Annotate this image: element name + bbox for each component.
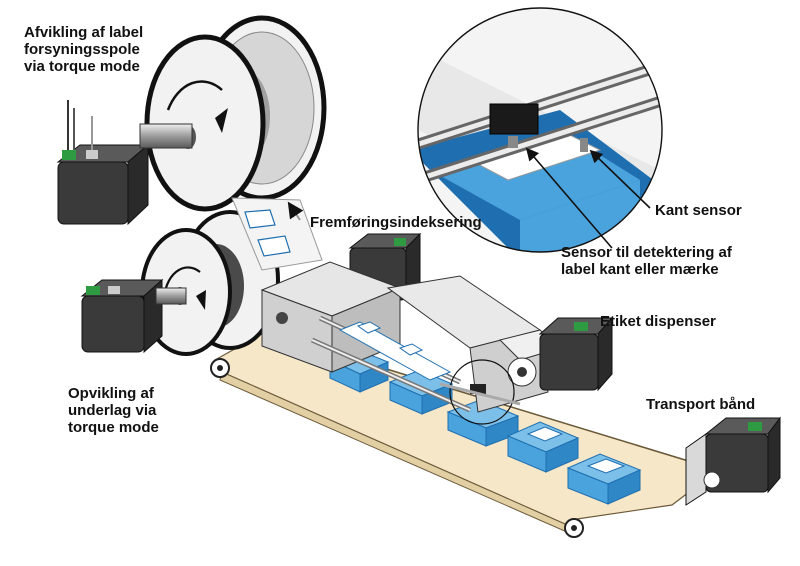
connector-icon xyxy=(394,238,406,246)
connector-icon xyxy=(748,422,762,431)
sensor-block xyxy=(489,103,539,135)
label-unwind-supply: Afvikling af label forsyningsspole via t… xyxy=(24,24,143,75)
connector-icon xyxy=(574,322,588,331)
box-4 xyxy=(506,421,580,473)
leader-lines xyxy=(525,147,651,249)
label-rewind-liner: Opvikling af underlag via torque mode xyxy=(68,385,159,436)
label-line: Sensor til detektering af xyxy=(561,244,732,261)
label-web xyxy=(231,197,323,271)
connector-icon xyxy=(86,286,100,295)
connector-icon xyxy=(62,150,76,160)
dispenser-motor xyxy=(538,316,614,392)
unwind-motor xyxy=(56,100,193,226)
rotation-arrow-icon xyxy=(166,80,228,133)
rewind-motor xyxy=(80,278,187,354)
label-conveyor: Transport bånd xyxy=(646,396,756,413)
box-2 xyxy=(388,369,454,415)
label-mark-sensor: Sensor til detektering af label kant ell… xyxy=(561,244,732,278)
label-advance-indexing: Fremføringsindeksering xyxy=(310,214,482,231)
conveyor-motor xyxy=(685,416,781,506)
label-edge-sensor: Kant sensor xyxy=(655,202,742,219)
label-line: via torque mode xyxy=(24,58,140,75)
label-line: underlag via xyxy=(68,402,157,419)
zoom-source-circle xyxy=(449,359,515,425)
label-line: Afvikling af label xyxy=(24,24,144,41)
label-line: Opvikling af xyxy=(68,385,154,402)
product-boxes xyxy=(328,349,642,505)
label-line: forsyningsspole xyxy=(24,41,140,58)
label-line: torque mode xyxy=(68,419,159,436)
supply-reel xyxy=(144,15,327,212)
label-line: label kant eller mærke xyxy=(561,261,719,278)
dispenser-frame xyxy=(260,261,561,425)
box-5 xyxy=(566,453,642,505)
label-dispenser: Etiket dispenser xyxy=(600,313,716,330)
